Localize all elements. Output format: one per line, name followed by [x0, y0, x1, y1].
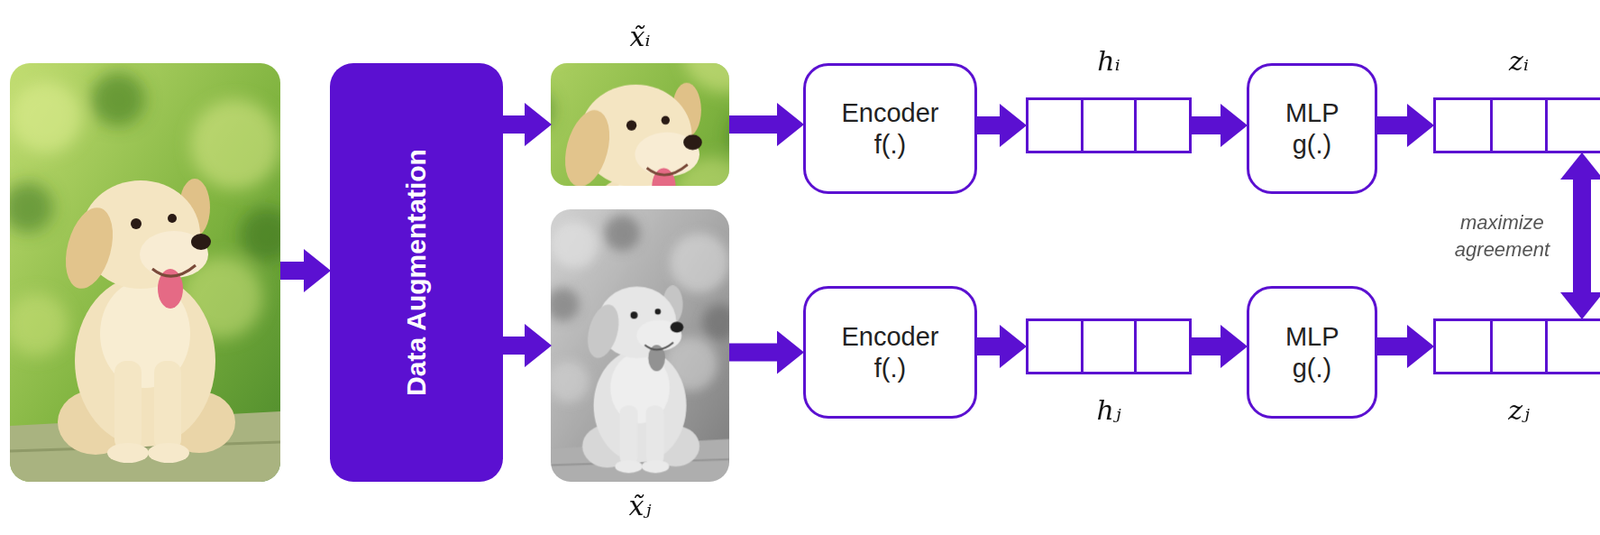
flow-arrow [977, 116, 1000, 135]
vector-label: zᵢ [1508, 45, 1529, 78]
augmented-image: x̃ᵢ [550, 63, 730, 186]
vector-cell-divider [1545, 100, 1548, 151]
augmentation-band: Data Augmentation [329, 63, 503, 482]
representation-vector: hⱼ [1025, 318, 1192, 375]
box-label: MLP g(.) [1285, 97, 1339, 161]
vector-cell-divider [1133, 320, 1137, 372]
flow-arrow [1377, 116, 1408, 135]
box-label: Encoder f(.) [841, 97, 939, 161]
flow-arrow [729, 115, 778, 134]
flow-arrow [729, 343, 778, 362]
vector-cell-divider [1133, 100, 1137, 151]
vector-label: x̃ⱼ [629, 490, 652, 522]
vector-label: zⱼ [1508, 394, 1530, 427]
flow-arrow [502, 115, 525, 134]
flow-arrow [1377, 337, 1408, 356]
agreement-arrow [1572, 179, 1591, 293]
representation-vector: hᵢ [1025, 97, 1192, 154]
vector-cell-divider [1080, 100, 1084, 151]
projection-head-box: MLP g(.) [1246, 285, 1378, 419]
flow-arrow [502, 336, 525, 355]
input-arrow [280, 261, 304, 280]
vector-cell-divider [1490, 100, 1493, 151]
encoder-box: Encoder f(.) [803, 63, 978, 194]
vector-cell-divider [1490, 320, 1493, 372]
box-label: Encoder f(.) [841, 320, 939, 384]
projection-head-box: MLP g(.) [1246, 63, 1378, 194]
flow-arrow [1191, 337, 1221, 356]
vector-cell-divider [1545, 320, 1548, 372]
flow-arrow [1191, 116, 1221, 135]
band-label: Data Augmentation [401, 148, 432, 396]
augmented-gray-photo [550, 209, 730, 482]
input-photo [9, 63, 281, 482]
vector-label: hᵢ [1097, 45, 1120, 78]
augmented-image: x̃ⱼ [550, 209, 730, 482]
vector-label: x̃ᵢ [630, 21, 651, 54]
projection-vector: zᵢ [1433, 97, 1600, 154]
projection-vector: zⱼ [1433, 318, 1600, 375]
vector-cell-divider [1080, 320, 1084, 372]
augmented-crop-photo [550, 63, 730, 186]
encoder-box: Encoder f(.) [803, 285, 978, 419]
edge-label: maximize agreement [1454, 209, 1550, 263]
flow-arrow [977, 337, 1000, 356]
vector-label: hⱼ [1096, 394, 1121, 427]
box-label: MLP g(.) [1285, 320, 1339, 384]
